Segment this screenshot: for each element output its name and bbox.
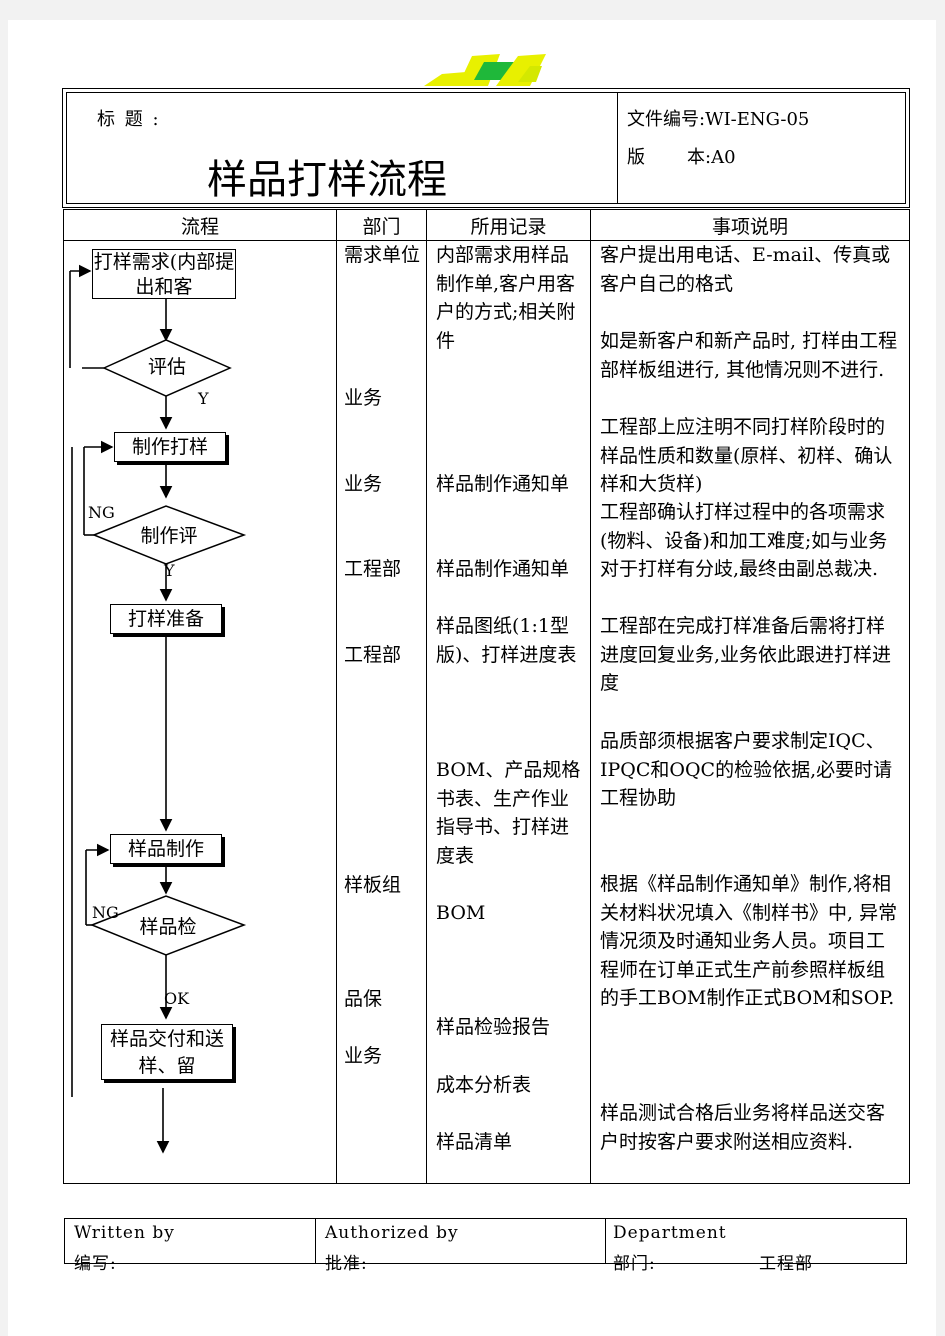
record-entry: 样品图纸(1:1型版)、打样进度表 bbox=[436, 615, 577, 666]
note-entry: 工程部上应注明不同打样阶段时的样品性质和数量(原样、初样、确认样和大货样) bbox=[600, 416, 893, 495]
version-value: 本:A0 bbox=[687, 147, 736, 168]
department-entry: 需求单位 bbox=[344, 244, 421, 266]
note-entry: 如是新客户和新产品时, 打样由工程部样板组进行, 其他情况则不进行. bbox=[600, 330, 898, 381]
authorized-by-label-cn: 批准: bbox=[325, 1254, 368, 1274]
flow-step-make: 制作打样 bbox=[114, 432, 226, 462]
flow-step-produce: 样品制作 bbox=[110, 834, 222, 864]
flow-step-request: 打样需求(内部提出和客 bbox=[92, 249, 236, 299]
flow-step-deliver: 样品交付和送样、留 bbox=[101, 1024, 233, 1080]
label-ng: NG bbox=[92, 903, 119, 922]
department-value: 工程部 bbox=[759, 1254, 813, 1274]
record-entry: 样品制作通知单 bbox=[436, 558, 570, 580]
notes-cell bbox=[590, 240, 910, 1184]
record-entry: 内部需求用样品制作单,客户用客户的方式;相关附件 bbox=[436, 244, 576, 352]
department-entry: 工程部 bbox=[344, 558, 402, 580]
header-flow: 流程 bbox=[63, 209, 337, 241]
record-entry: BOM、产品规格书表、生产作业指导书、打样进度表 bbox=[436, 759, 581, 867]
written-by-label-cn: 编写: bbox=[74, 1254, 117, 1274]
written-by-label: Written by bbox=[74, 1223, 175, 1243]
note-entry: 工程部确认打样过程中的各项需求(物料、设备)和加工难度;如与业务对于打样有分歧,… bbox=[600, 501, 888, 580]
department-entry: 样板组 bbox=[344, 874, 402, 896]
record-entry: 样品清单 bbox=[436, 1131, 513, 1153]
company-logo bbox=[424, 54, 546, 86]
label-yes: Y bbox=[164, 561, 175, 580]
flow-decision-evaluate: 评估 bbox=[147, 356, 186, 378]
department-entry: 业务 bbox=[344, 387, 383, 409]
authorized-by-label: Authorized by bbox=[325, 1223, 459, 1243]
document-title: 样品打样流程 bbox=[207, 157, 447, 203]
document-number: 文件编号:WI-ENG-05 bbox=[627, 109, 810, 130]
department-entry: 业务 bbox=[344, 473, 383, 495]
note-entry: 工程部在完成打样准备后需将打样进度回复业务,业务依此跟进打样进度 bbox=[600, 615, 892, 694]
department-cell bbox=[336, 240, 427, 1184]
flow-step-prepare: 打样准备 bbox=[110, 604, 222, 634]
document-header: 标 题 : 样品打样流程 文件编号:WI-ENG-05 版 本:A0 bbox=[62, 88, 910, 208]
department-label-cn: 部门: bbox=[613, 1254, 656, 1274]
department-label: Department bbox=[613, 1223, 727, 1243]
note-entry: 样品测试合格后业务将样品送交客户时按客户要求附送相应资料. bbox=[600, 1102, 886, 1153]
signature-footer: Written by 编写: Authorized by 批准: Departm… bbox=[64, 1218, 907, 1274]
title-label: 标 题 : bbox=[97, 109, 161, 130]
record-entry: 样品制作通知单 bbox=[436, 473, 570, 495]
label-ng: NG bbox=[88, 503, 115, 522]
department-entry: 业务 bbox=[344, 1045, 383, 1067]
version-label: 版 bbox=[627, 147, 645, 168]
label-ok: OK bbox=[164, 989, 190, 1008]
record-entry: BOM bbox=[436, 902, 486, 924]
record-entry: 样品检验报告 bbox=[436, 1016, 551, 1038]
process-table: 流程 部门 所用记录 事项说明 bbox=[63, 209, 910, 1184]
header-records: 所用记录 bbox=[426, 209, 591, 241]
label-yes: Y bbox=[198, 389, 209, 408]
department-entry: 工程部 bbox=[344, 644, 402, 666]
note-entry: 品质部须根据客户要求制定IQC、IPQC和OQC的检验依据,必要时请工程协助 bbox=[600, 730, 893, 809]
department-entry: 品保 bbox=[344, 988, 383, 1010]
flow-decision-make-review: 制作评 bbox=[140, 525, 198, 547]
header-notes: 事项说明 bbox=[590, 209, 910, 241]
records-cell bbox=[426, 240, 591, 1184]
flow-decision-inspect: 样品检 bbox=[139, 916, 197, 938]
note-entry: 根据《样品制作通知单》制作,将相关材料状况填入《制样书》中, 异常情况须及时通知… bbox=[600, 873, 898, 1009]
header-department: 部门 bbox=[336, 209, 427, 241]
record-entry: 成本分析表 bbox=[436, 1074, 532, 1096]
note-entry: 客户提出用电话、E-mail、传真或客户自己的格式 bbox=[600, 244, 891, 295]
